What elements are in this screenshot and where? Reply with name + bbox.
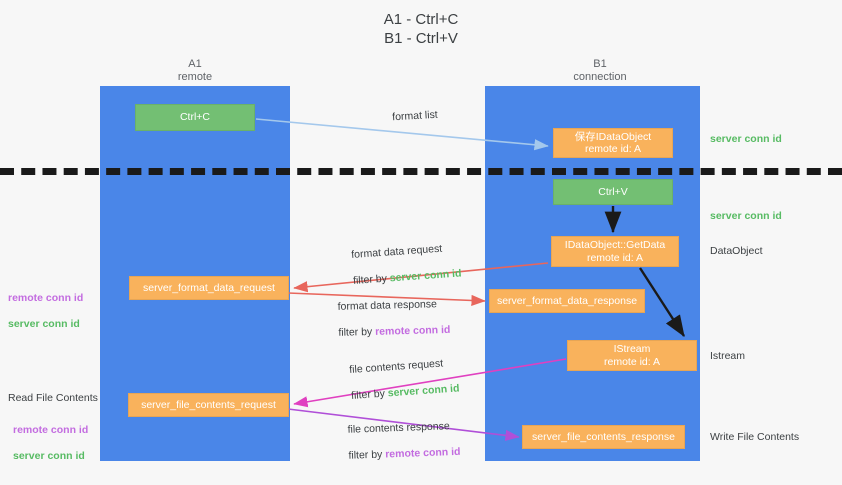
label-file-contents-response-line1: file contents response [347,420,450,436]
label-left-read-file-contents: Read File Contents [8,392,98,404]
label-left-server-conn-id-2: server conn id [13,450,85,462]
label-format-data-request-line1: format data request [350,242,443,261]
label-left-remote-conn-id-1: remote conn id [8,292,84,304]
filter-prefix: filter by [352,272,391,287]
filter-value-remote-conn-id: remote conn id [385,445,461,461]
label-file-contents-request-line1: file contents request [348,357,444,376]
dashed-divider [0,168,842,175]
label-left-server-conn-id-1: server conn id [8,318,80,330]
filter-value-server-conn-id: server conn id [389,267,462,285]
box-idataobject-getdata[interactable]: IDataObject::GetData remote id: A [551,236,679,267]
page-title: A1 - Ctrl+C B1 - Ctrl+V [383,11,459,47]
label-right-server-conn-id-top: server conn id [710,133,782,145]
box-server-file-contents-response[interactable]: server_file_contents_response [522,425,685,449]
lane-header-b1: B1 connection [573,58,627,83]
box-ctrl-c[interactable]: Ctrl+C [135,104,255,131]
box-istream[interactable]: IStream remote id: A [567,340,697,371]
label-left-conn-ids-top: remote conn id server conn id [8,279,83,344]
lane-header-a1: A1 remote [177,58,213,83]
label-file-contents-response-filter: filter by remote conn id [348,442,563,462]
label-right-write-file-contents: Write File Contents [710,431,800,443]
label-right-dataobject: DataObject [710,245,763,257]
label-right-istream: Istream [710,350,746,362]
label-format-data-response-filter: filter by remote conn id [338,321,553,340]
filter-value-server-conn-id: server conn id [387,382,460,400]
filter-value-remote-conn-id: remote conn id [374,323,451,338]
box-ctrl-v[interactable]: Ctrl+V [553,179,673,205]
filter-prefix: filter by [348,448,386,462]
box-server-format-data-response[interactable]: server_format_data_response [489,289,645,313]
label-format-data-response-line1: format data response [337,298,438,313]
label-format-list: format list [391,108,439,124]
filter-prefix: filter by [338,325,376,339]
label-file-contents-request-filter: filter by server conn id [351,376,551,403]
label-file-contents-response: file contents response filter by remote … [347,403,564,475]
box-save-idataobject[interactable]: 保存IDataObject remote id: A [553,128,673,158]
label-right-server-conn-id-mid: server conn id [710,210,782,222]
box-server-file-contents-request[interactable]: server_file_contents_request [128,393,289,417]
filter-prefix: filter by [350,387,389,402]
label-left-remote-conn-id-2: remote conn id [13,424,89,436]
label-left-conn-ids-bottom: remote conn id server conn id [13,411,88,476]
box-server-format-data-request[interactable]: server_format_data_request [129,276,289,300]
